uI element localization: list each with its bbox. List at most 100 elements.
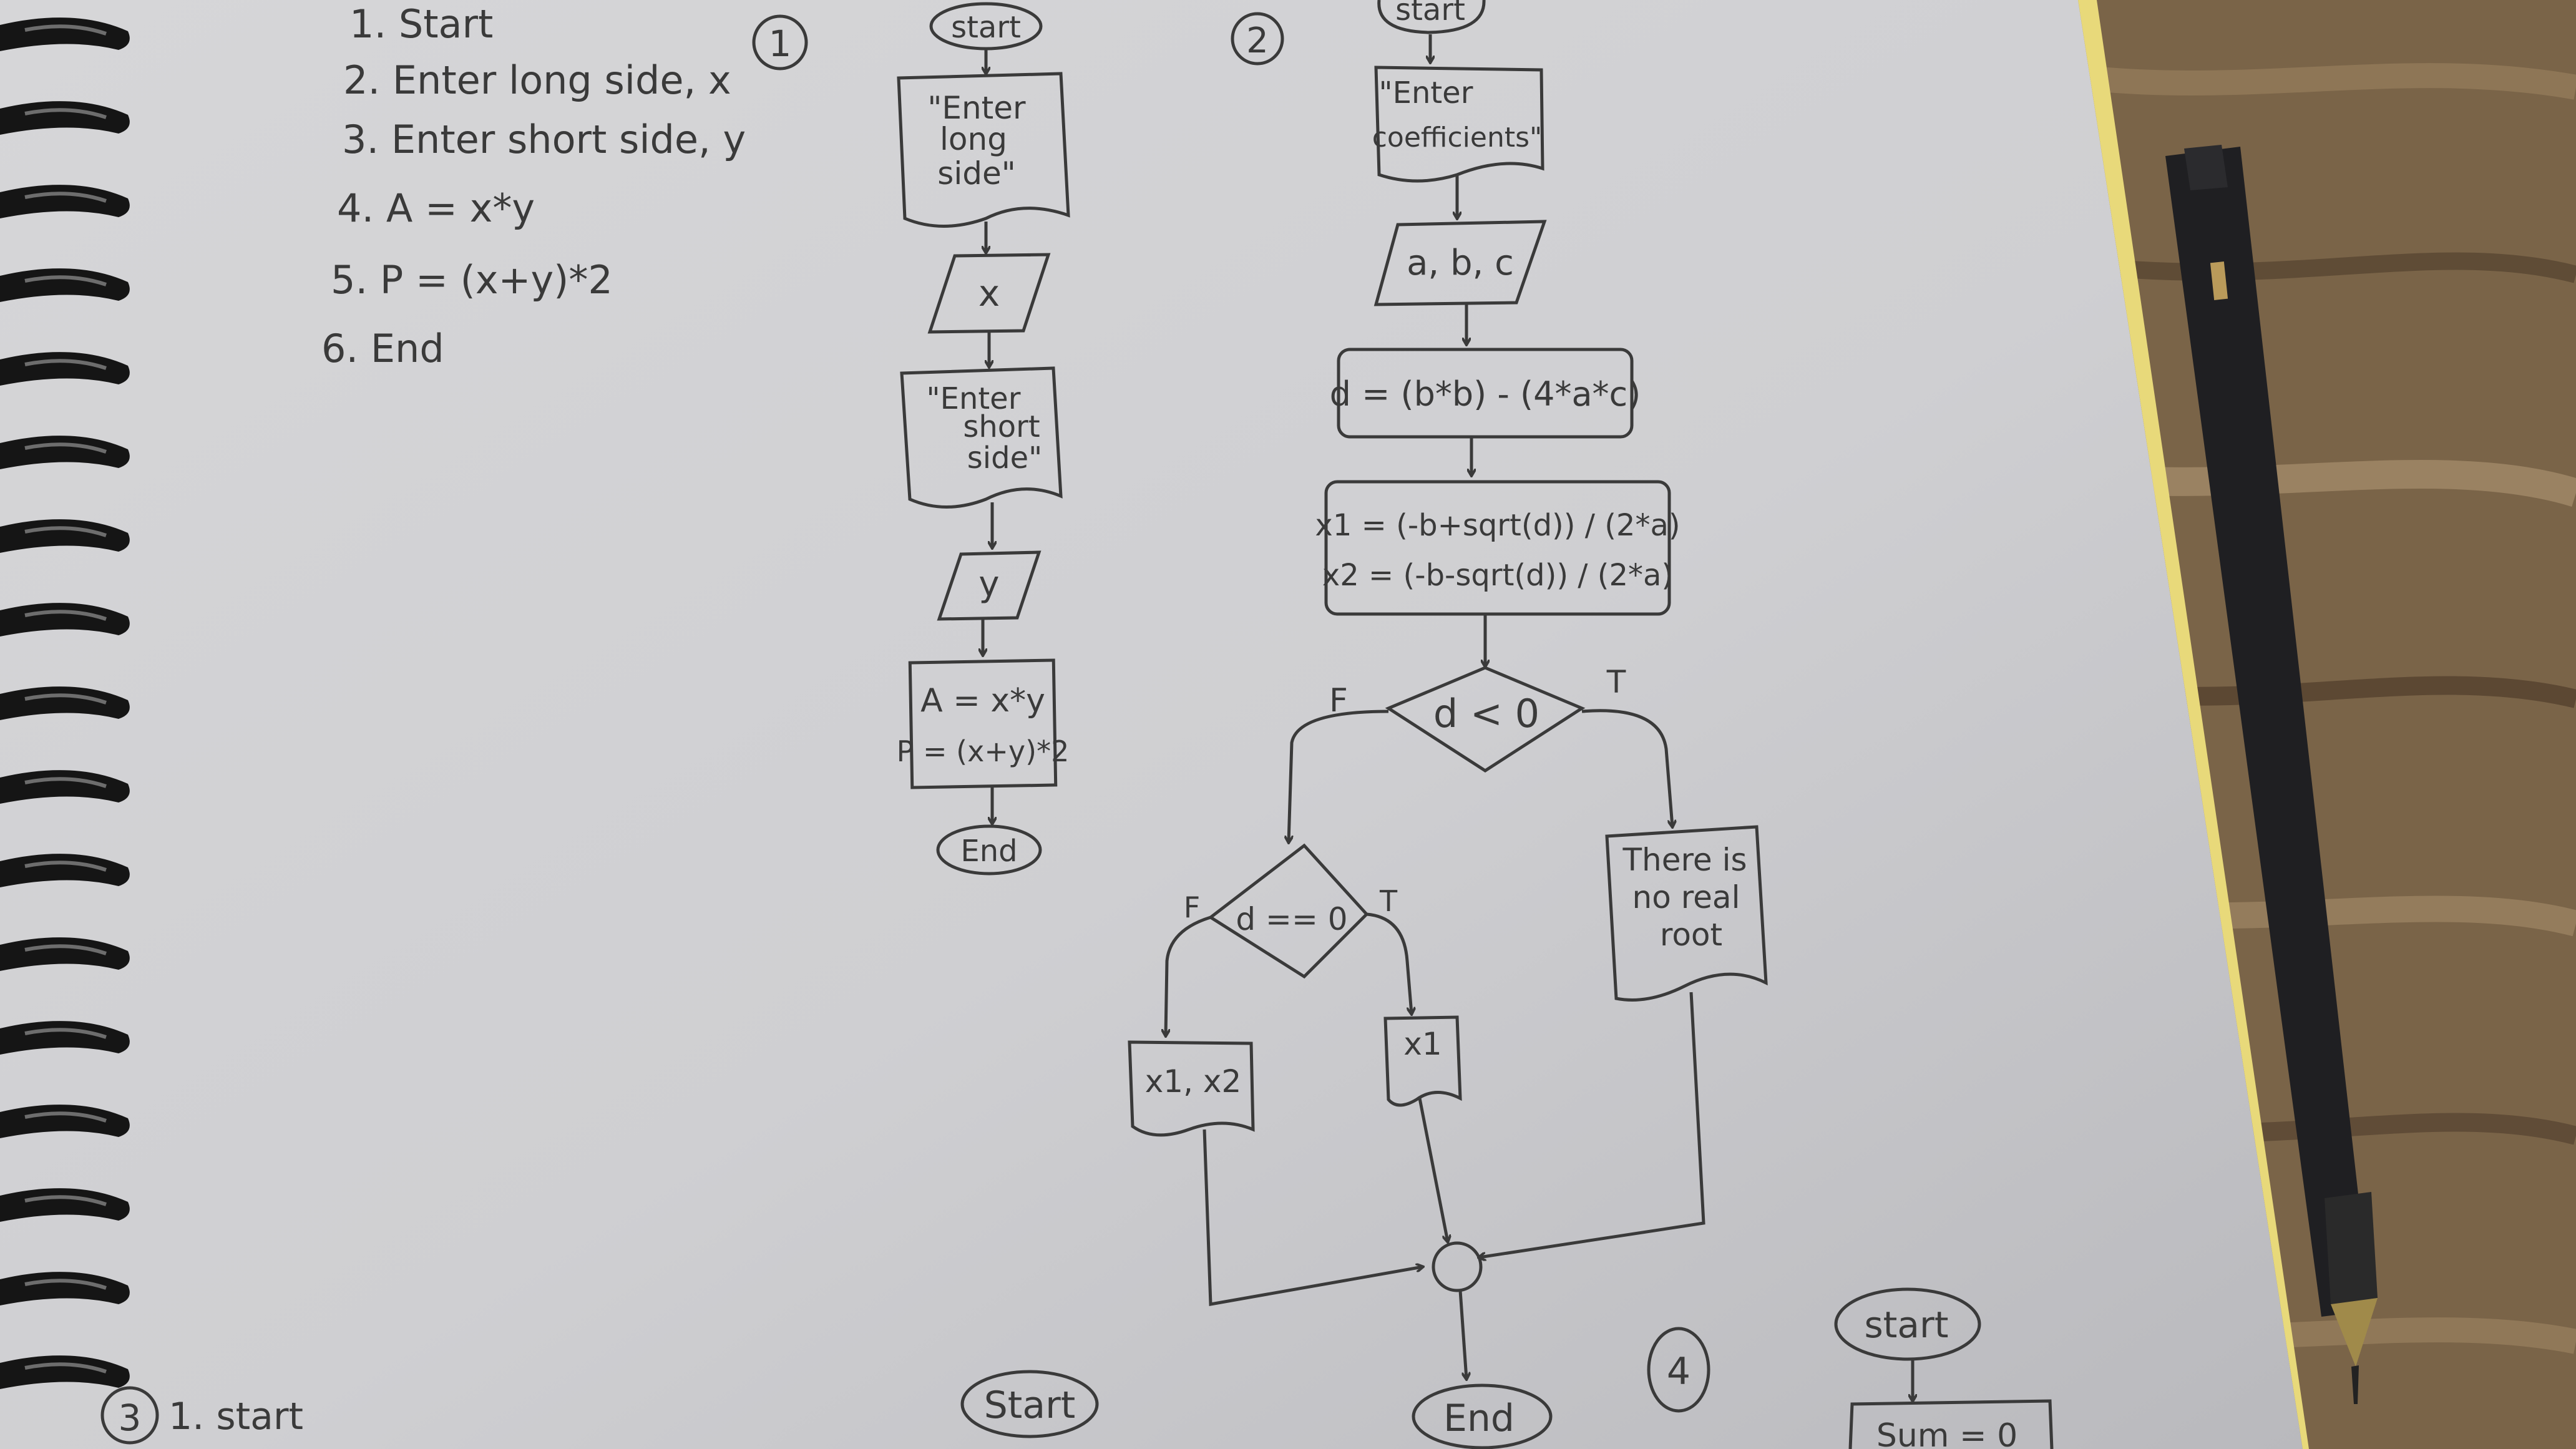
flow-line [1203, 1129, 1423, 1306]
flowchart-number-circle [752, 14, 808, 71]
flowchart-number: 3 [119, 1397, 142, 1439]
message-line: There is [1622, 842, 1747, 878]
end-terminal [936, 824, 1042, 876]
display-coefficients-prompt [1374, 66, 1544, 183]
algorithm-step: 3. Enter short side, y [342, 117, 746, 162]
process-line: x2 = (-b-sqrt(d)) / (2*a) [1322, 558, 1673, 593]
flow-arrow-false [1166, 915, 1211, 1036]
spiral-ring [0, 436, 130, 469]
start-terminal [929, 2, 1043, 51]
message-line: no real [1632, 879, 1740, 915]
process-partial [1848, 1399, 2054, 1449]
spiral-ring-highlight [24, 610, 107, 621]
prompt-line: "Enter [927, 90, 1026, 126]
process-line: d = (b*b) - (4*a*c) [1330, 374, 1641, 414]
start-label: start [951, 10, 1021, 45]
flow-arrow [1458, 1290, 1466, 1379]
prompt-line: long [940, 121, 1007, 157]
spiral-ring-highlight [24, 359, 107, 370]
input-y [937, 550, 1042, 621]
flowchart-number-circle [1647, 1327, 1710, 1413]
flowchart-number: 1 [769, 22, 792, 65]
prompt-line: short [963, 409, 1040, 444]
algorithm-step: 4. A = x*y [337, 185, 535, 231]
display-long-side-prompt [897, 72, 1070, 228]
spiral-ring-highlight [24, 1028, 107, 1039]
spiral-ring-highlight [24, 1362, 107, 1373]
display-short-side-prompt [900, 366, 1063, 509]
spiral-ring-highlight [24, 1195, 107, 1206]
flow-line [1479, 992, 1705, 1257]
decision-d-equals-zero [1208, 843, 1369, 979]
connector [1432, 1241, 1483, 1292]
start-terminal [1377, 0, 1486, 34]
flow-arrow-true [1366, 912, 1412, 1014]
flowchart-number-circle [100, 1386, 159, 1445]
start-label: start [1864, 1304, 1948, 1346]
flowchart-number-circle [1231, 12, 1284, 66]
pencil [2165, 145, 2378, 1404]
flowchart-number: 4 [1667, 1350, 1690, 1393]
input-label: a, b, c [1407, 243, 1514, 283]
flowchart-1: 1 start "Enter long side" x "Enter short… [752, 2, 1070, 876]
spiral-ring-highlight [24, 192, 107, 203]
process-line: A = x*y [920, 682, 1045, 720]
process-line: P = (x+y)*2 [897, 734, 1070, 768]
flowchart-3: 3 1. start Start [100, 1370, 1099, 1445]
spiral-ring-highlight [24, 861, 107, 872]
spiral-ring [0, 352, 130, 386]
decision-label: d == 0 [1236, 901, 1347, 937]
flowchart-2: 2 start "Enter coefficients" a, b, c d =… [1128, 0, 1768, 1449]
prompt-line: coefficients" [1372, 122, 1543, 154]
output-label: x1, x2 [1145, 1063, 1242, 1100]
decision-label: d < 0 [1433, 691, 1539, 736]
notebook-page [0, 0, 2303, 1449]
branch-label-true: T [1606, 664, 1626, 700]
spiral-ring-highlight [24, 442, 107, 454]
end-label: End [960, 834, 1017, 869]
spiral-ring-highlight [24, 24, 107, 36]
flowchart-4: 4 start Sum = 0 [1647, 1287, 2054, 1449]
process-discriminant [1337, 348, 1634, 439]
flow-arrow-true [1581, 709, 1672, 827]
spiral-ring-highlight [24, 1111, 107, 1123]
spiral-ring [0, 854, 130, 887]
algorithm-step: 2. Enter long side, x [343, 57, 731, 103]
spiral-ring-highlight [24, 275, 107, 286]
process-roots [1324, 480, 1671, 616]
start-label: start [1395, 0, 1465, 27]
spiral-ring-highlight [24, 526, 107, 537]
start-terminal [960, 1370, 1099, 1438]
output-x1 [1383, 1015, 1462, 1107]
flow-line [1418, 1098, 1448, 1242]
input-label: y [978, 564, 999, 605]
spiral-ring [0, 686, 130, 720]
start-terminal [1834, 1287, 1981, 1361]
spiral-ring-highlight [24, 777, 107, 788]
process-area-perimeter [908, 658, 1058, 789]
spiral-ring [0, 17, 130, 51]
spiral-ring [0, 268, 130, 302]
branch-label-false: F [1184, 890, 1200, 924]
spiral-ring [0, 519, 130, 553]
spiral-ring [0, 937, 130, 971]
spiral-ring [0, 1188, 130, 1222]
input-coefficients [1373, 220, 1547, 306]
spiral-ring [0, 1105, 130, 1138]
spiral-ring-highlight [24, 1279, 107, 1290]
flow-arrow-false [1289, 710, 1389, 842]
output-x1-x2 [1128, 1040, 1255, 1137]
message-line: root [1660, 917, 1722, 953]
input-x [927, 253, 1051, 334]
spiral-ring-highlight [24, 944, 107, 955]
spiral-ring [0, 1272, 130, 1305]
end-label: End [1443, 1397, 1515, 1440]
spiral-ring [0, 101, 130, 135]
prompt-line: side" [967, 441, 1042, 476]
spiral-ring [0, 185, 130, 218]
spiral-ring [0, 770, 130, 804]
flowchart-number: 2 [1246, 21, 1269, 61]
spiral-ring-highlight [24, 108, 107, 119]
algorithm-step: 6. End [321, 326, 444, 371]
